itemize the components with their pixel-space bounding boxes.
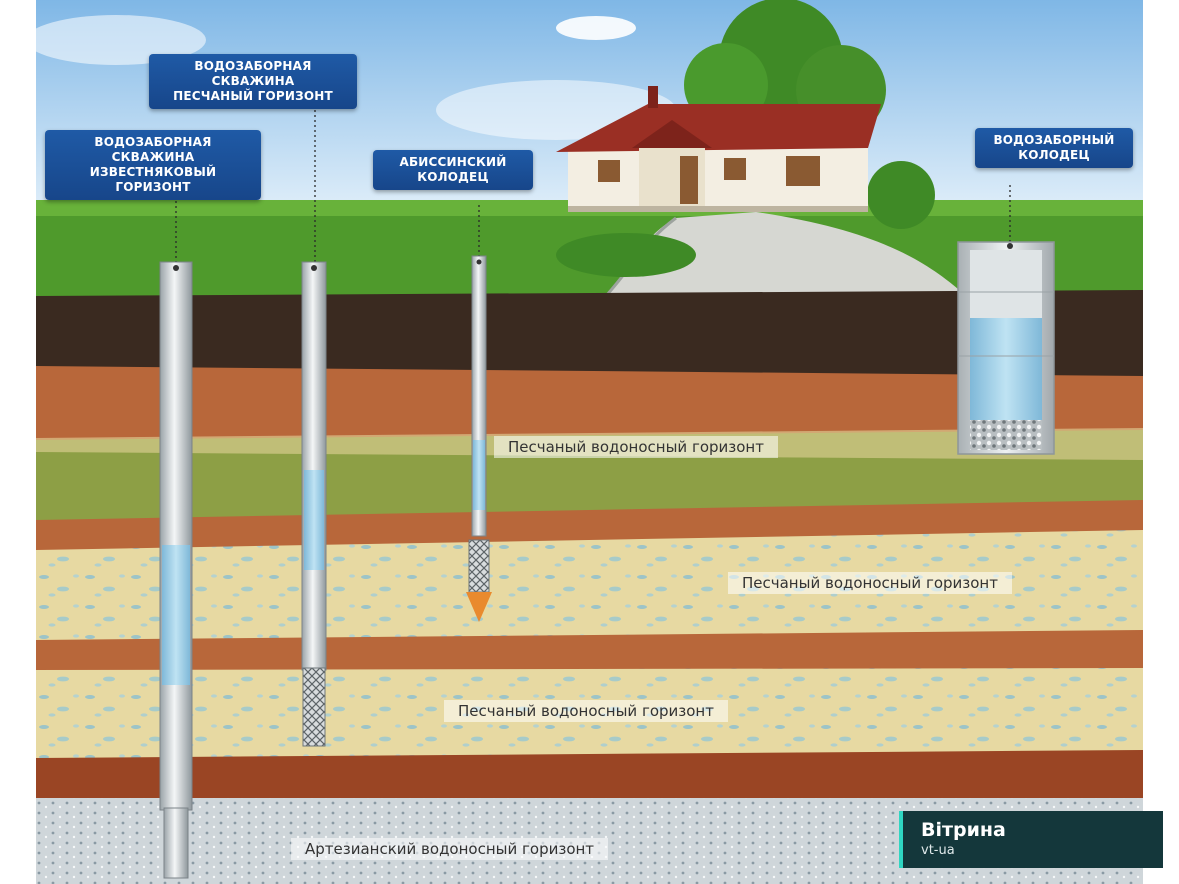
- dug-well: [957, 241, 1055, 455]
- callout-limestone-line-2: ИЗВЕСТНЯКОВЫЙ ГОРИЗОНТ: [89, 165, 217, 194]
- callout-dug-line-1: ВОДОЗАБОРНЫЙ: [993, 133, 1115, 147]
- label-sand-aquifer-3: Песчаный водоносный горизонт: [444, 700, 728, 722]
- callout-abyssinian-line-1: АБИССИНСКИЙ: [399, 155, 507, 169]
- callout-abyssinian-well: АБИССИНСКИЙ КОЛОДЕЦ: [373, 150, 533, 190]
- callout-sand-line-1: ВОДОЗАБОРНАЯ СКВАЖИНА: [194, 59, 312, 88]
- callout-abyssinian-line-2: КОЛОДЕЦ: [417, 170, 489, 184]
- house: [556, 86, 881, 212]
- callout-dug-well: ВОДОЗАБОРНЫЙ КОЛОДЕЦ: [975, 128, 1133, 168]
- sand-borehole: [301, 261, 327, 747]
- gravel-path: [606, 212, 966, 296]
- callout-sand-line-2: ПЕСЧАНЫЙ ГОРИЗОНТ: [173, 89, 333, 103]
- watermark-subtitle: vt-ua: [921, 843, 955, 858]
- clay-layer-4: [36, 750, 1143, 800]
- watermark-title: Вітрина: [921, 819, 1006, 841]
- vitryna-watermark: Вітрина vt-ua: [899, 811, 1163, 868]
- diagram-illustration: [36, 0, 1143, 884]
- abyssinian-well: [466, 255, 492, 622]
- well-types-diagram: ВОДОЗАБОРНАЯ СКВАЖИНА ИЗВЕСТНЯКОВЫЙ ГОРИ…: [36, 0, 1143, 884]
- callout-limestone-borehole: ВОДОЗАБОРНАЯ СКВАЖИНА ИЗВЕСТНЯКОВЫЙ ГОРИ…: [45, 130, 261, 200]
- label-sand-aquifer-2: Песчаный водоносный горизонт: [728, 572, 1012, 594]
- limestone-borehole: [159, 261, 193, 879]
- callout-limestone-line-1: ВОДОЗАБОРНАЯ СКВАЖИНА: [94, 135, 212, 164]
- callout-dug-line-2: КОЛОДЕЦ: [1018, 148, 1090, 162]
- label-artesian-aquifer: Артезианский водоносный горизонт: [291, 838, 609, 860]
- callout-sand-borehole: ВОДОЗАБОРНАЯ СКВАЖИНА ПЕСЧАНЫЙ ГОРИЗОНТ: [149, 54, 357, 109]
- label-sand-aquifer-1: Песчаный водоносный горизонт: [494, 436, 778, 458]
